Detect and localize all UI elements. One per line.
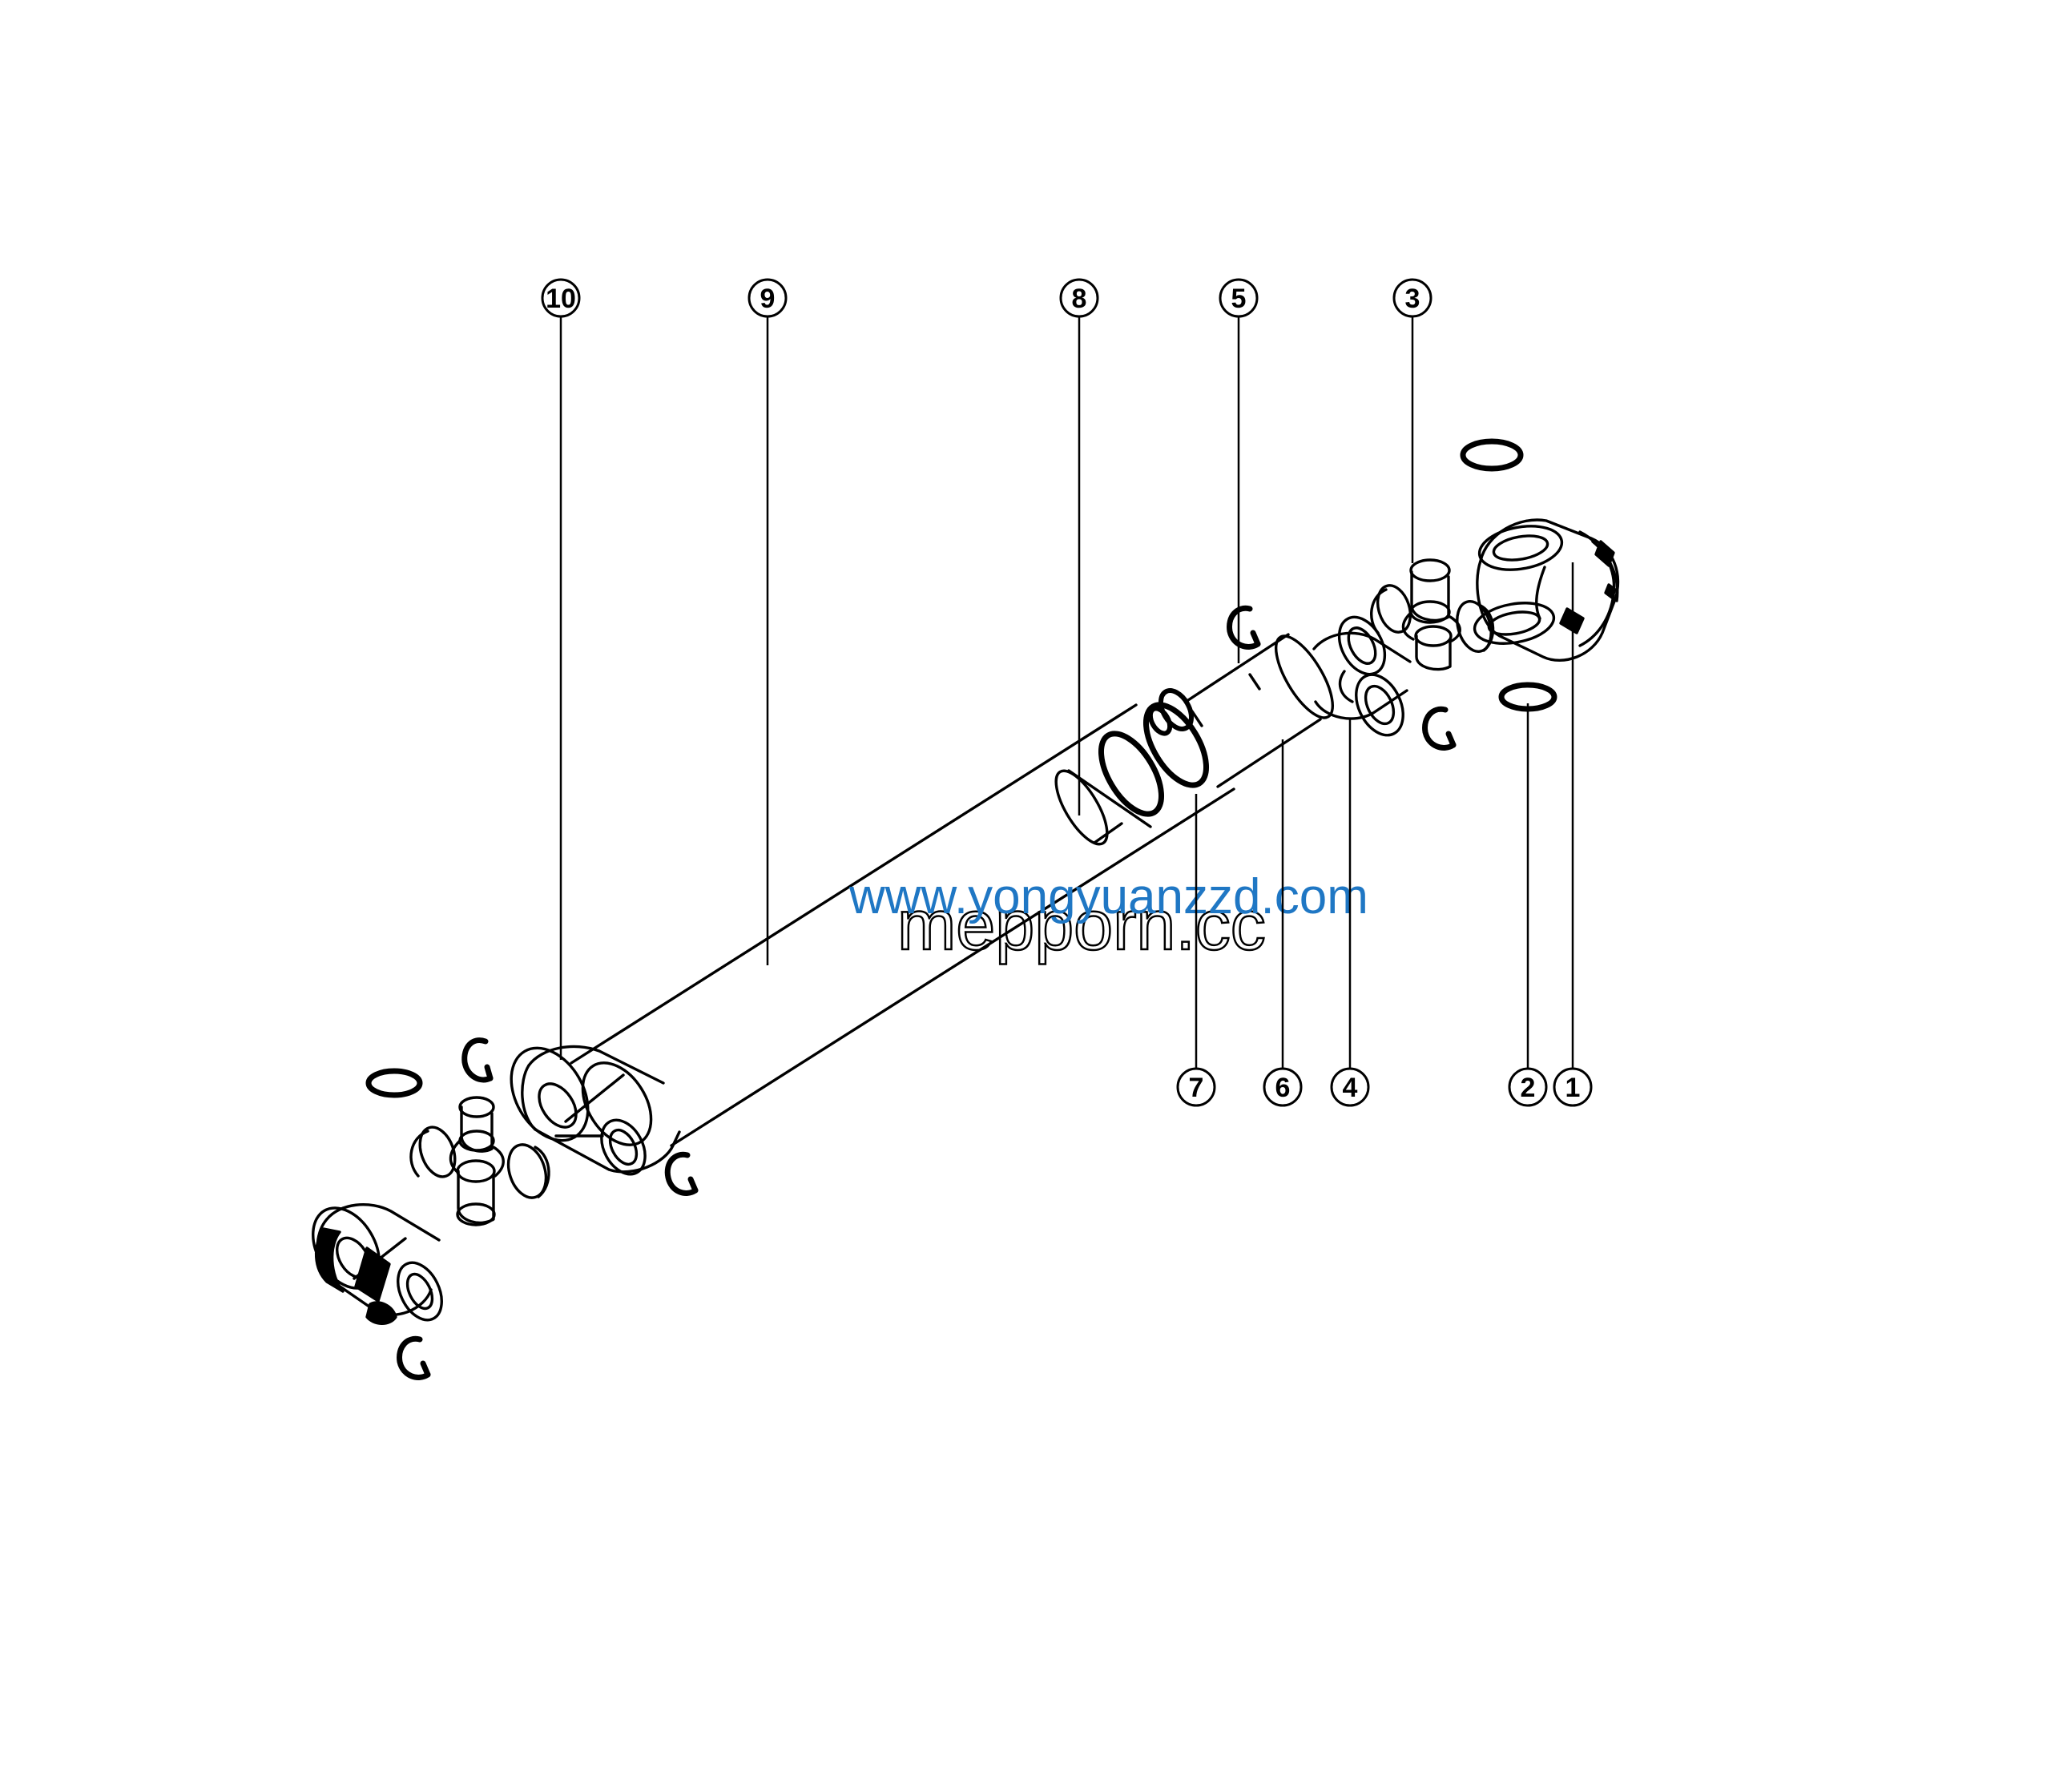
callout-bubble-1[interactable] bbox=[1553, 1067, 1593, 1107]
right-flange-yoke bbox=[1473, 518, 1620, 662]
left-universal-joint-cross bbox=[409, 1096, 550, 1226]
callout-label-1: 1 bbox=[1565, 1073, 1581, 1103]
watermark-yongyuanzzd: www.yongyuanzzd.com bbox=[848, 869, 1368, 924]
callout-label-5: 5 bbox=[1231, 284, 1247, 314]
callout-8[interactable]: 8 bbox=[1059, 278, 1099, 815]
callout-label-7: 7 bbox=[1189, 1073, 1204, 1103]
callout-label-9: 9 bbox=[760, 284, 776, 314]
callout-3[interactable]: 3 bbox=[1392, 278, 1432, 563]
callout-label-8: 8 bbox=[1072, 284, 1087, 314]
drive-shaft-drawing bbox=[312, 438, 1620, 1380]
callout-1[interactable]: 1 bbox=[1553, 562, 1593, 1107]
left-snap-rings bbox=[365, 1037, 699, 1380]
splined-slip-joint bbox=[1054, 633, 1335, 846]
callout-bubble-2[interactable] bbox=[1508, 1067, 1548, 1107]
callout-bubble-7[interactable] bbox=[1176, 1067, 1216, 1107]
left-yoke bbox=[510, 1045, 681, 1176]
callout-bubble-9[interactable] bbox=[747, 278, 788, 318]
callout-9[interactable]: 9 bbox=[747, 278, 788, 965]
misc-small-parts bbox=[1147, 688, 1194, 736]
callout-4[interactable]: 4 bbox=[1330, 719, 1370, 1107]
watermark-group: mepporn.cc www.yongyuanzzd.com bbox=[848, 869, 1368, 965]
callout-7[interactable]: 7 bbox=[1176, 794, 1216, 1107]
callout-label-4: 4 bbox=[1343, 1073, 1358, 1103]
callout-6[interactable]: 6 bbox=[1263, 739, 1303, 1107]
callout-5[interactable]: 5 bbox=[1219, 278, 1259, 663]
callout-label-10: 10 bbox=[546, 284, 576, 314]
right-universal-joint-cross bbox=[1370, 558, 1495, 671]
callout-2[interactable]: 2 bbox=[1508, 703, 1548, 1107]
callout-bubble-8[interactable] bbox=[1059, 278, 1099, 318]
callout-10[interactable]: 10 bbox=[541, 278, 581, 1060]
callout-bubble-6[interactable] bbox=[1263, 1067, 1303, 1107]
callout-label-3: 3 bbox=[1405, 284, 1420, 314]
callout-bubble-3[interactable] bbox=[1392, 278, 1432, 318]
callout-bubble-5[interactable] bbox=[1219, 278, 1259, 318]
callout-label-6: 6 bbox=[1275, 1073, 1291, 1103]
left-companion-flange bbox=[312, 1203, 443, 1325]
callout-label-2: 2 bbox=[1521, 1073, 1536, 1103]
callout-bubble-4[interactable] bbox=[1330, 1067, 1370, 1107]
watermark-mepporn: mepporn.cc bbox=[897, 885, 1266, 964]
callout-bubble-10[interactable] bbox=[541, 278, 581, 318]
right-slip-yoke bbox=[1312, 615, 1412, 737]
